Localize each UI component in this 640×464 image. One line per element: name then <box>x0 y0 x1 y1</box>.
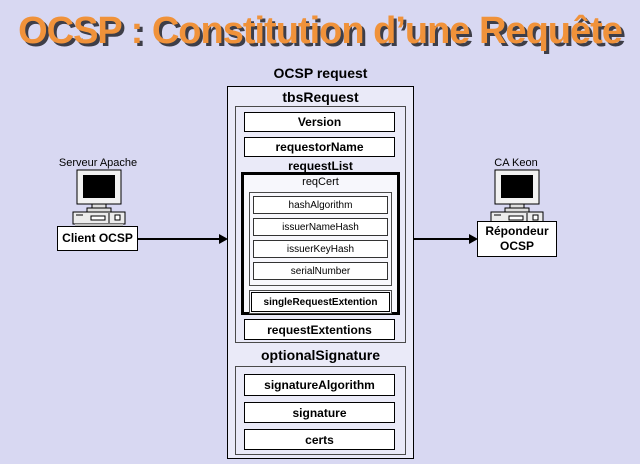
signaturealgorithm-field: signatureAlgorithm <box>244 374 395 396</box>
left-actor-label: Serveur Apache <box>58 157 138 169</box>
ocsp-request-heading: OCSP request <box>273 65 368 81</box>
signature-field: signature <box>244 402 395 423</box>
optionalsignature-box: signatureAlgorithm signature certs <box>235 366 406 455</box>
optionalsignature-heading: optionalSignature <box>261 347 380 363</box>
request-to-repondeur-arrowhead <box>469 234 478 244</box>
requestorname-field: requestorName <box>244 137 395 157</box>
reqcert-heading: reqCert <box>302 176 339 188</box>
tbsrequest-box: Version requestorName requestList reqCer… <box>235 106 406 343</box>
reqcert-box: reqCert hashAlgorithm issuerNameHash iss… <box>241 172 400 315</box>
requestlist-heading: requestList <box>288 159 353 173</box>
version-field: Version <box>244 112 395 132</box>
ocsp-request-box: tbsRequest Version requestorName request… <box>227 86 414 459</box>
client-ocsp-box: Client OCSP <box>57 226 138 251</box>
client-to-request-arrow <box>138 238 220 240</box>
requestextentions-field: requestExtentions <box>244 319 395 340</box>
repondeur-ocsp-box: Répondeur OCSP <box>477 221 557 257</box>
page-title: OCSP : Constitution d’une Requête <box>18 10 623 52</box>
serialnumber-field: serialNumber <box>253 262 388 280</box>
certs-field: certs <box>244 429 395 450</box>
computer-icon <box>490 169 544 226</box>
hashalgorithm-field: hashAlgorithm <box>253 196 388 214</box>
singlerequestextention-outer: singleRequestExtention <box>249 290 392 314</box>
computer-icon <box>72 169 126 226</box>
right-actor-label: CA Keon <box>494 157 538 169</box>
singlerequestextention-field: singleRequestExtention <box>251 292 390 312</box>
request-to-repondeur-arrow <box>414 238 470 240</box>
issuernamehash-field: issuerNameHash <box>253 218 388 236</box>
reqcert-fields-container: hashAlgorithm issuerNameHash issuerKeyHa… <box>249 192 392 286</box>
tbsrequest-heading: tbsRequest <box>282 89 359 105</box>
client-to-request-arrowhead <box>219 234 228 244</box>
issuerkeyhash-field: issuerKeyHash <box>253 240 388 258</box>
